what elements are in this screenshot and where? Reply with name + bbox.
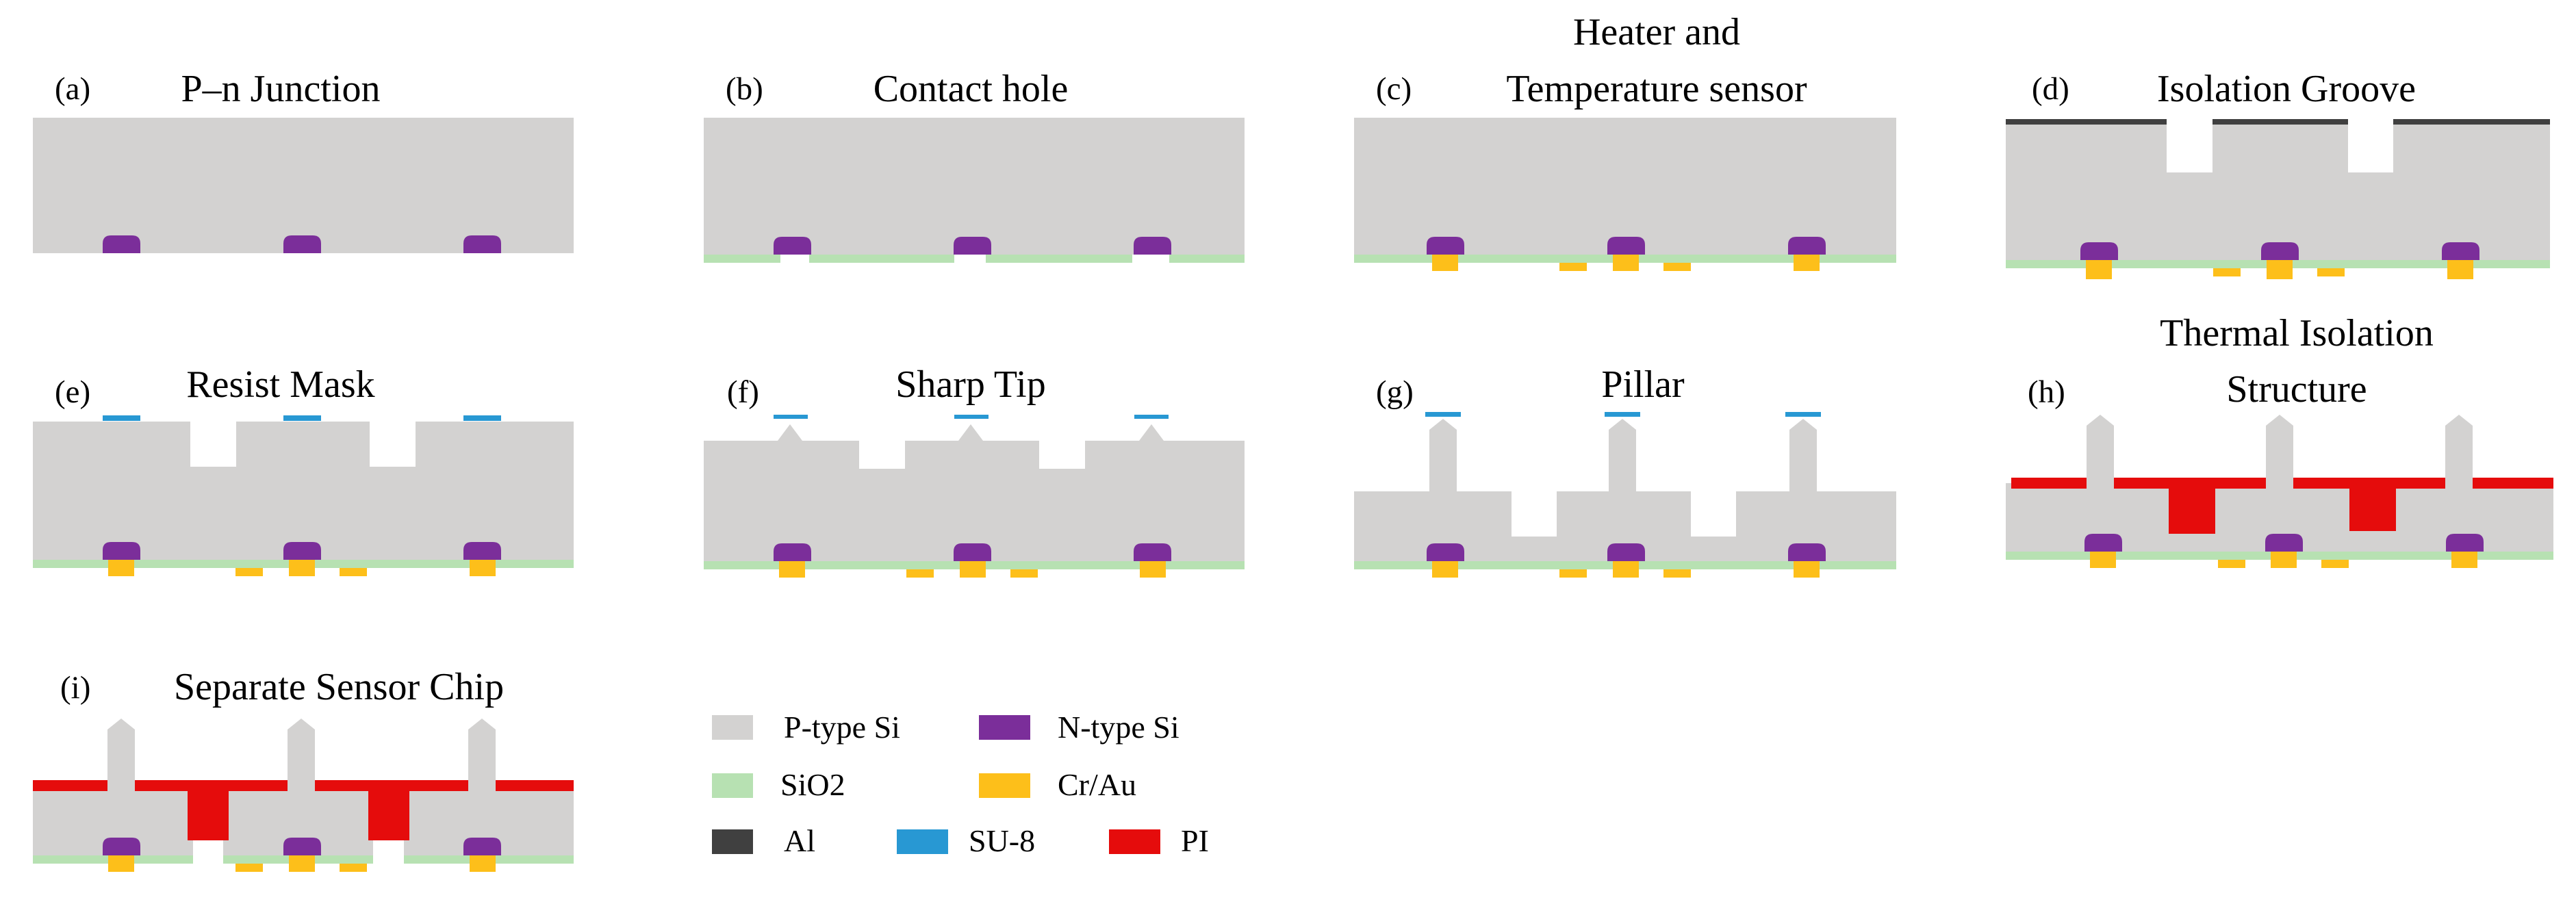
legend-item-p-type-si: P-type Si	[712, 710, 900, 745]
panel-a-title: P–n Junction	[181, 68, 381, 110]
n-type-si-regions	[1427, 543, 1826, 561]
legend-label: N-type Si	[1058, 710, 1179, 745]
panel-b-letter: (b)	[726, 71, 763, 107]
panel-b-title: Contact hole	[873, 68, 1069, 110]
n-type-si-regions	[2084, 534, 2484, 552]
n-type-si-regions	[103, 235, 501, 253]
n-type-si-regions	[774, 237, 1171, 255]
cr-au-electrodes	[108, 855, 496, 872]
panel-i-letter: (i)	[60, 670, 90, 706]
panel-i: (i) Separate Sensor Chip	[33, 666, 574, 872]
panel-i-title: Separate Sensor Chip	[174, 666, 504, 708]
panel-e-letter: (e)	[55, 374, 90, 410]
cr-au-electrodes	[779, 561, 1166, 578]
sio2-label: SiO2	[780, 767, 845, 802]
sio2-layer	[704, 255, 1245, 263]
legend-label: PI	[1181, 823, 1209, 858]
legend-label: Cr/Au	[1058, 767, 1136, 802]
cr-au-electrodes	[1432, 255, 1820, 271]
su8-mask	[774, 415, 1169, 419]
legend-item-pi: PI	[1109, 823, 1209, 858]
n-type-si-regions	[103, 838, 501, 855]
su8-mask	[1425, 412, 1821, 417]
panel-c-title-line-2: Temperature sensor	[1506, 68, 1807, 110]
cr-au-electrodes	[1432, 561, 1820, 578]
panel-e: (e) Resist Mask	[33, 363, 574, 576]
p-type-si-substrate	[1354, 419, 1896, 561]
n-type-si-regions	[2080, 242, 2479, 260]
legend-swatch	[712, 715, 753, 740]
al-mask	[2006, 119, 2550, 125]
panel-d-letter: (d)	[2032, 71, 2069, 107]
panel-h-title-line-2: Structure	[2226, 368, 2367, 411]
p-type-si-substrate	[704, 424, 1245, 561]
legend: P-type Si N-type Si SiO2 Cr/Au Al SU-8 P…	[712, 710, 1209, 858]
panel-c-title-line-1: Heater and	[1573, 11, 1740, 53]
legend-label: SiO2	[780, 767, 845, 802]
n-type-si-regions	[1427, 237, 1826, 255]
legend-item-cr-au: Cr/Au	[979, 767, 1136, 802]
legend-swatch	[979, 715, 1030, 740]
legend-swatch	[897, 829, 948, 854]
panel-g-title: Pillar	[1601, 363, 1685, 406]
pi-layer	[2011, 478, 2553, 534]
cr-au-electrodes	[2086, 260, 2473, 279]
cr-au-electrodes	[2090, 552, 2477, 568]
panel-d-title: Isolation Groove	[2157, 68, 2416, 110]
panel-d: (d) Isolation Groove	[2006, 68, 2550, 279]
panel-f: (f) Sharp Tip	[704, 363, 1245, 578]
panel-b: (b) Contact hole	[704, 68, 1245, 263]
p-type-si-substrate	[33, 422, 574, 560]
su8-mask	[103, 415, 501, 421]
panel-a: (a) P–n Junction	[33, 68, 574, 253]
legend-item-su-8: SU-8	[897, 823, 1035, 858]
legend-label: Al	[784, 823, 815, 858]
p-type-si-substrate	[704, 118, 1245, 255]
cr-au-electrodes	[108, 560, 496, 576]
legend-swatch	[979, 773, 1030, 798]
legend-item-sio2: SiO2	[712, 767, 845, 802]
p-type-si-chips	[33, 719, 574, 855]
panel-e-title: Resist Mask	[186, 363, 374, 406]
legend-label: P-type Si	[784, 710, 900, 745]
pi-layer	[33, 780, 574, 840]
panel-a-letter: (a)	[55, 71, 90, 107]
n-type-si-regions	[103, 542, 501, 560]
panel-h-letter: (h)	[2028, 374, 2065, 410]
legend-item-n-type-si: N-type Si	[979, 710, 1179, 745]
legend-label: SU-8	[969, 823, 1035, 858]
p-type-si-substrate	[1354, 118, 1896, 255]
p-type-si-substrate	[2006, 415, 2553, 552]
p-type-si-substrate	[2006, 125, 2550, 260]
n-type-si-regions	[774, 543, 1171, 561]
panel-c: (c) Heater and Temperature sensor	[1354, 11, 1896, 271]
panel-g-letter: (g)	[1376, 374, 1414, 410]
legend-swatch	[1109, 829, 1160, 854]
legend-swatch	[712, 773, 753, 798]
panel-h: (h) Thermal Isolation Structure	[2006, 312, 2553, 568]
panel-c-letter: (c)	[1376, 71, 1412, 107]
legend-swatch	[712, 829, 753, 854]
legend-item-al: Al	[712, 823, 815, 858]
panel-f-letter: (f)	[727, 374, 759, 410]
p-type-si-substrate	[33, 118, 574, 253]
panel-f-title: Sharp Tip	[895, 363, 1045, 406]
panel-h-title-line-1: Thermal Isolation	[2160, 312, 2434, 354]
panel-g: (g) Pillar	[1354, 363, 1896, 578]
